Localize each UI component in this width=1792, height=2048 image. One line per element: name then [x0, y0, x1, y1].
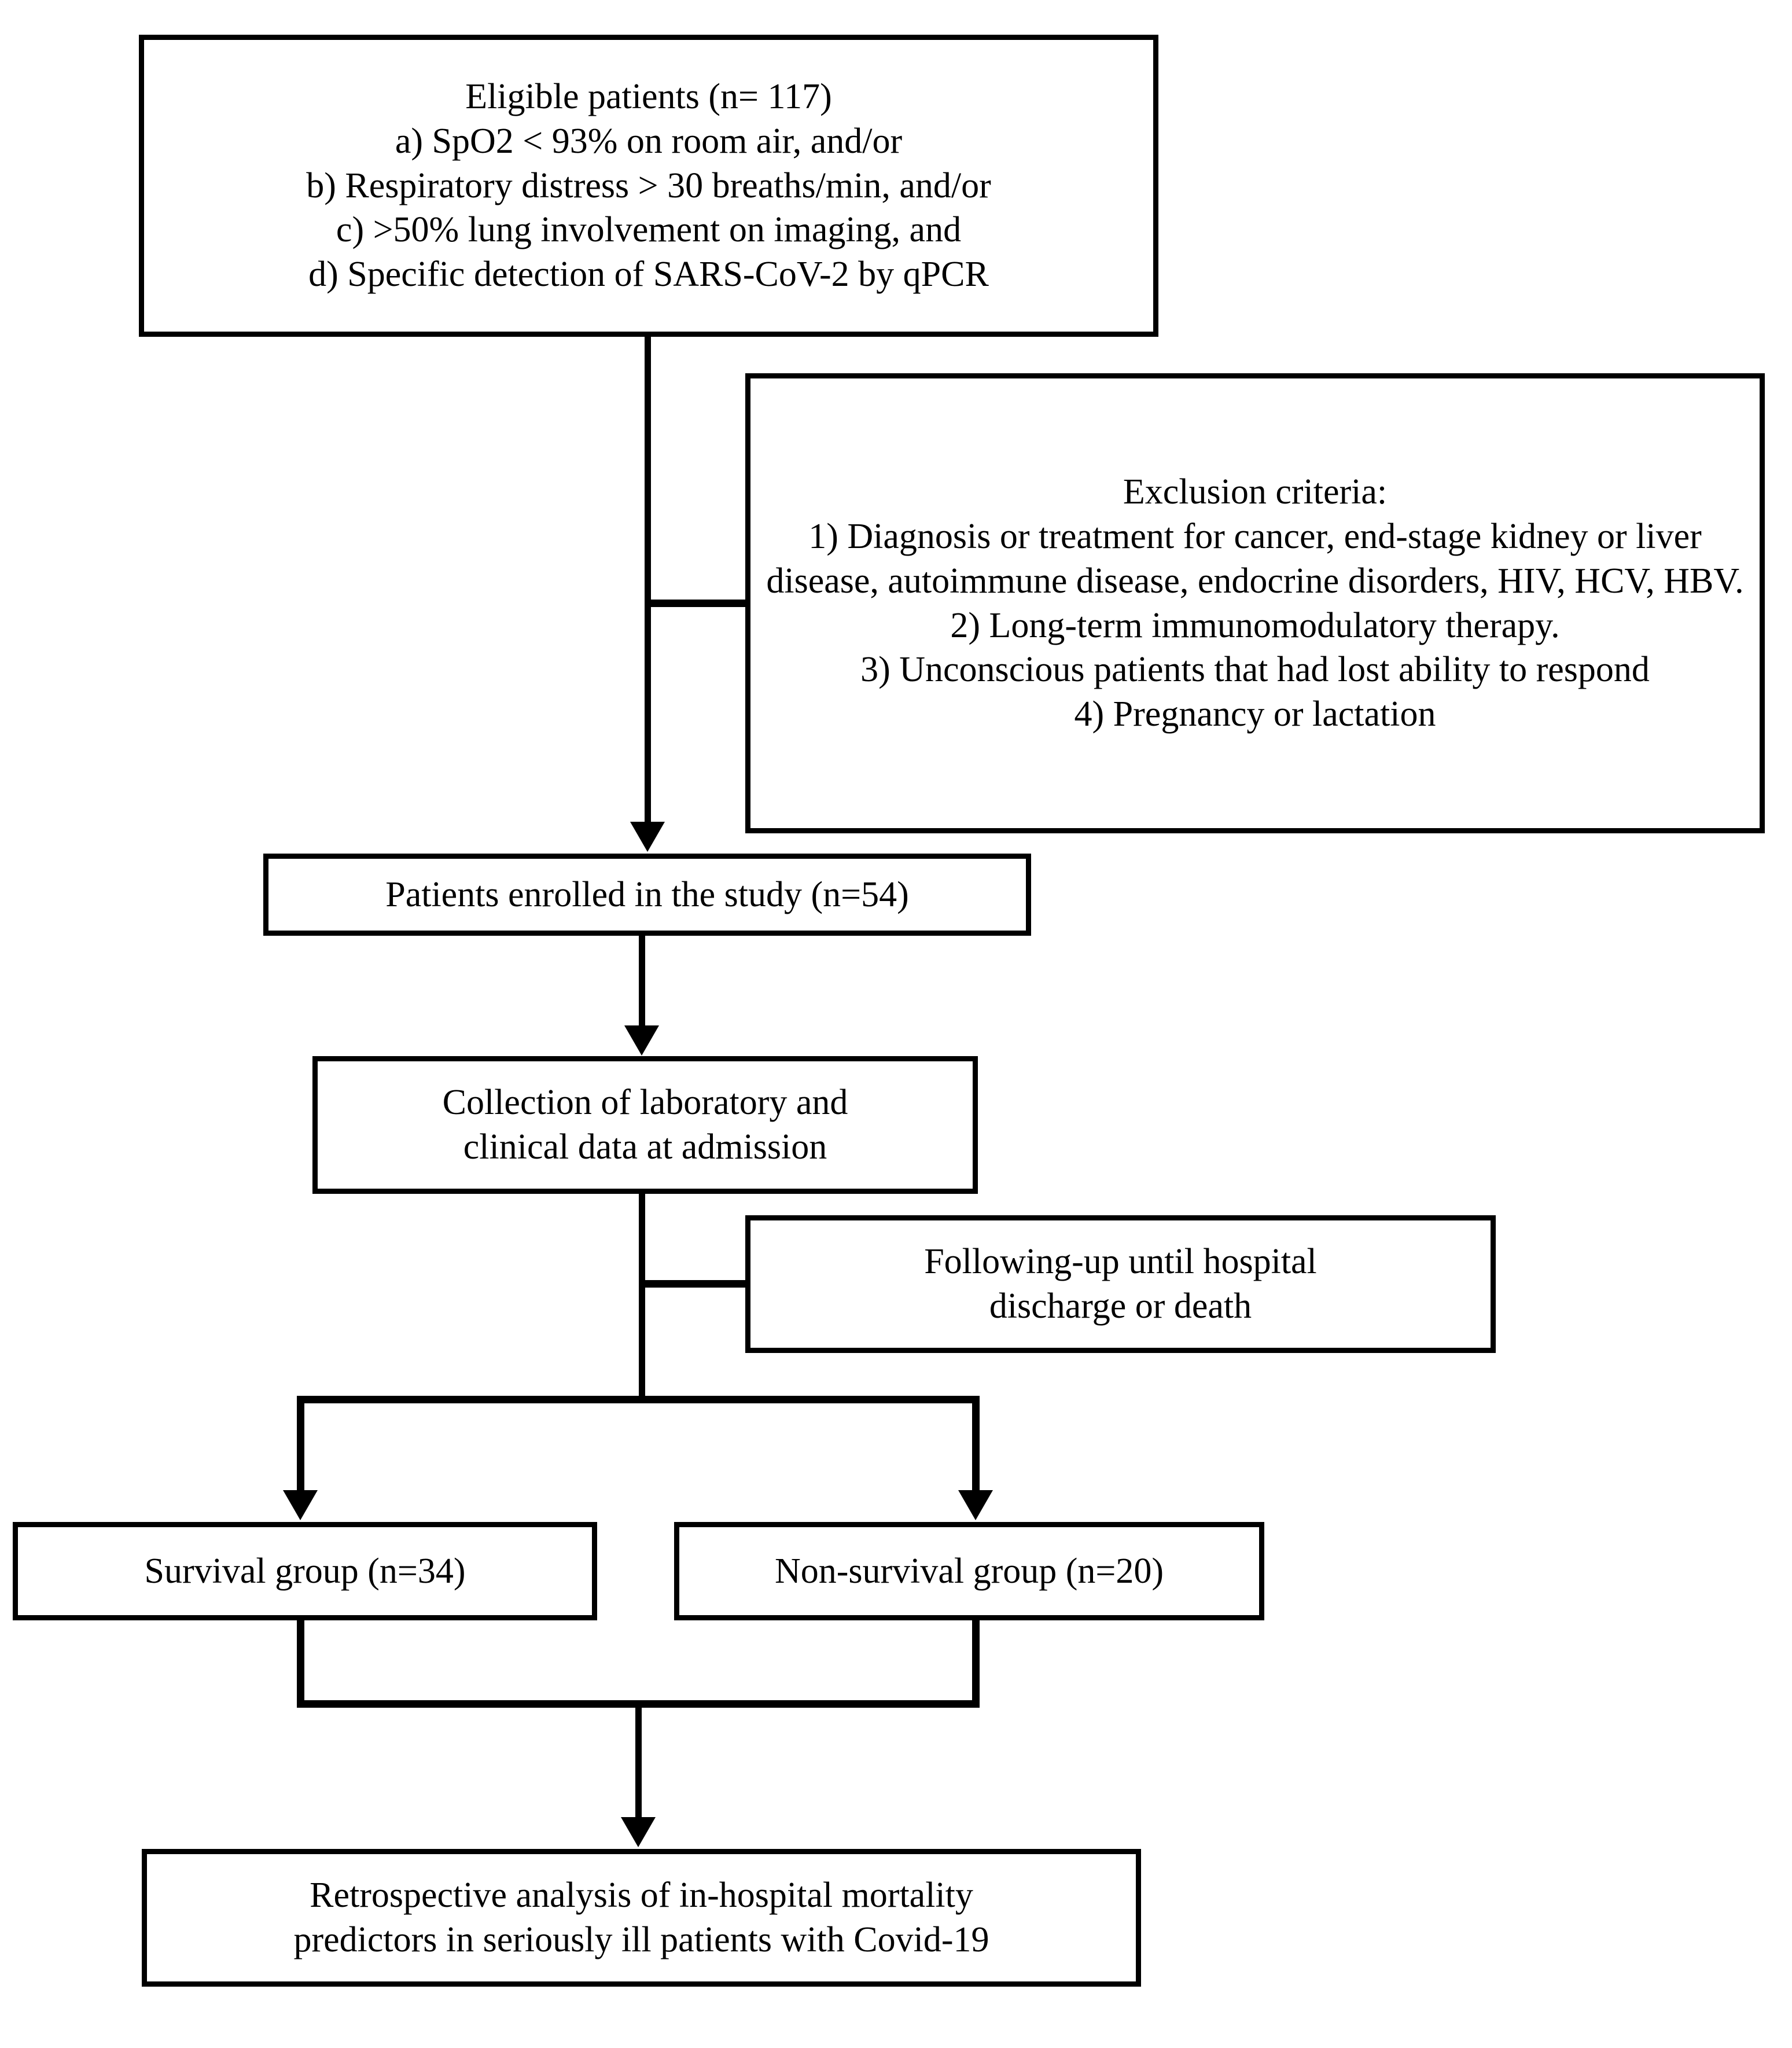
- node-data-collection-label: Collection of laboratory and clinical da…: [442, 1083, 848, 1167]
- edge-split-bar: [297, 1396, 980, 1403]
- edge-split-to-nonsurvival: [972, 1396, 980, 1493]
- arrowhead-into-final: [621, 1817, 656, 1847]
- node-patients-enrolled: Patients enrolled in the study (n=54): [263, 854, 1031, 936]
- node-survival-group-label: Survival group (n=34): [144, 1551, 466, 1591]
- arrowhead-into-collection: [624, 1025, 659, 1056]
- node-eligible-patients-label: Eligible patients (n= 117) a) SpO2 < 93%…: [306, 76, 991, 295]
- node-following-up-label: Following-up until hospital discharge or…: [924, 1242, 1317, 1326]
- edge-enrolled-to-collection: [639, 936, 645, 1027]
- node-patients-enrolled-label: Patients enrolled in the study (n=54): [385, 874, 909, 914]
- edge-nonsurvival-to-merge: [972, 1620, 980, 1707]
- node-non-survival-group: Non-survival group (n=20): [674, 1522, 1264, 1620]
- arrowhead-into-nonsurvival: [958, 1490, 993, 1520]
- node-retrospective-analysis: Retrospective analysis of in-hospital mo…: [142, 1849, 1141, 1987]
- edge-collection-to-split: [639, 1194, 645, 1398]
- edge-split-to-survival: [297, 1396, 304, 1493]
- node-exclusion-criteria-label: Exclusion criteria: 1) Diagnosis or trea…: [766, 472, 1744, 734]
- arrowhead-into-enrolled: [630, 822, 665, 852]
- node-data-collection: Collection of laboratory and clinical da…: [312, 1056, 978, 1194]
- node-retrospective-analysis-label: Retrospective analysis of in-hospital mo…: [293, 1876, 989, 1959]
- edge-survival-to-merge: [297, 1620, 304, 1707]
- arrowhead-into-survival: [283, 1490, 318, 1520]
- node-eligible-patients: Eligible patients (n= 117) a) SpO2 < 93%…: [139, 35, 1158, 337]
- node-following-up: Following-up until hospital discharge or…: [745, 1215, 1496, 1353]
- edge-eligible-to-enrolled: [645, 337, 651, 823]
- node-exclusion-criteria: Exclusion criteria: 1) Diagnosis or trea…: [745, 373, 1765, 833]
- node-non-survival-group-label: Non-survival group (n=20): [774, 1551, 1164, 1591]
- edge-trunk-to-followup: [639, 1280, 749, 1288]
- edge-merge-to-final: [635, 1700, 642, 1822]
- edge-trunk-to-exclusion: [645, 600, 749, 607]
- node-survival-group: Survival group (n=34): [13, 1522, 597, 1620]
